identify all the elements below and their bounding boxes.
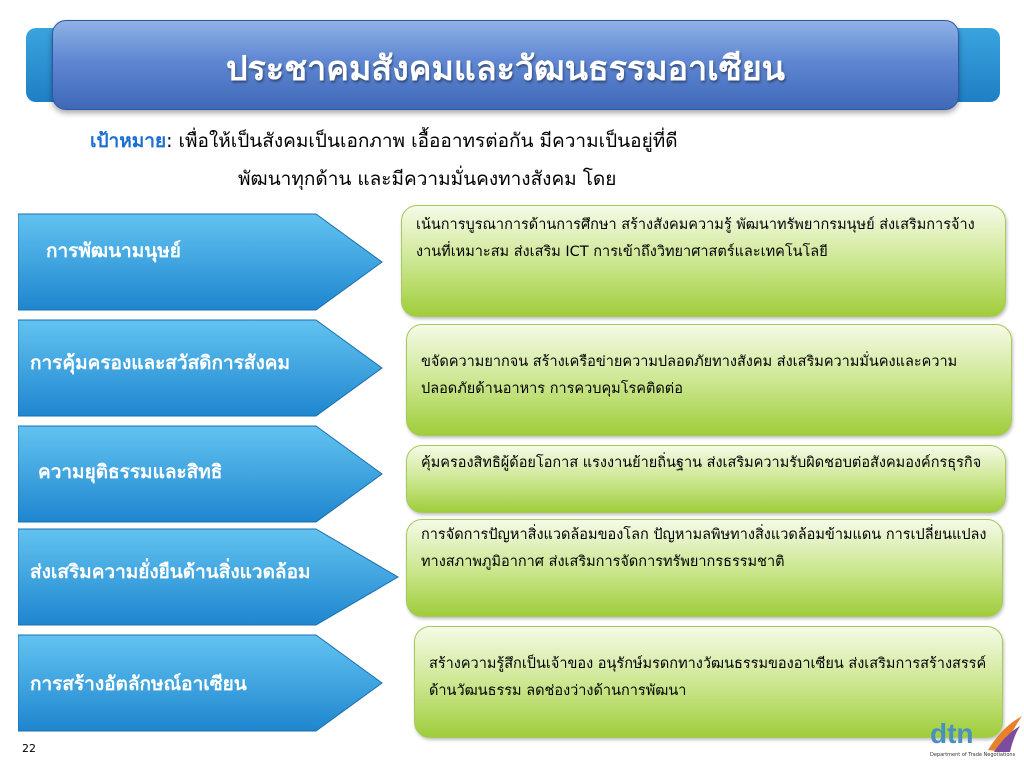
logo-subtitle: Department of Trade Negotiations <box>930 752 1016 758</box>
arrow-asean-identity: การสร้างอัตลักษณ์อาเซียน <box>18 633 384 733</box>
arrow-label: การสร้างอัตลักษณ์อาเซียน <box>30 673 247 695</box>
arrow-environment: ส่งเสริมความยั่งยืนด้านสิ่งแวดล้อม <box>18 527 399 627</box>
arrow-shape <box>18 528 399 626</box>
arrow-human-development: การพัฒนามนุษย์ <box>18 212 384 312</box>
goal-label: เป้าหมาย <box>90 130 167 152</box>
arrow-social-welfare: การคุ้มครองและสวัสดิการสังคม <box>18 318 384 418</box>
logo-text: dtn <box>930 718 974 749</box>
description-box: เน้นการบูรณาการด้านการศึกษา สร้างสังคมคว… <box>401 205 1006 317</box>
arrow-label: การพัฒนามนุษย์ <box>46 240 181 262</box>
description-box: ขจัดความยากจน สร้างเครือข่ายความปลอดภัยท… <box>406 324 1012 436</box>
page-number: 22 <box>22 742 36 755</box>
arrow-label: ความยุติธรรมและสิทธิ <box>38 461 223 483</box>
goal-line-2: พัฒนาทุกด้าน และมีความมั่นคงทางสังคม โดย <box>238 168 617 190</box>
arrow-shape <box>18 319 383 417</box>
dtn-logo: dtn Department of Trade Negotiations <box>930 714 1022 766</box>
arrow-label: ส่งเสริมความยั่งยืนด้านสิ่งแวดล้อม <box>30 561 311 583</box>
description-box: สร้างความรู้สึกเป็นเจ้าของ อนุรักษ์มรดกท… <box>414 626 1003 738</box>
goal-line-1: : เพื่อให้เป็นสังคมเป็นเอกภาพ เอื้ออาทรต… <box>166 130 678 152</box>
title-banner: ประชาคมสังคมและวัฒนธรรมอาเซียน <box>52 20 959 110</box>
logo-swoosh-icon <box>988 716 1022 752</box>
goal-statement: เป้าหมาย: เพื่อให้เป็นสังคมเป็นเอกภาพ เอ… <box>90 122 850 198</box>
page-title: ประชาคมสังคมและวัฒนธรรมอาเซียน <box>225 49 786 89</box>
arrow-shape <box>18 213 383 311</box>
description-box: การจัดการปัญหาสิ่งแวดล้อมของโลก ปัญหามลพ… <box>406 519 1003 617</box>
arrow-justice-rights: ความยุติธรรมและสิทธิ <box>18 424 384 524</box>
description-box: คุ้มครองสิทธิผู้ด้อยโอกาส แรงงานย้ายถิ่น… <box>406 445 1006 513</box>
arrow-label: การคุ้มครองและสวัสดิการสังคม <box>30 352 290 374</box>
arrow-shape <box>18 425 383 523</box>
arrow-shape <box>18 634 383 732</box>
